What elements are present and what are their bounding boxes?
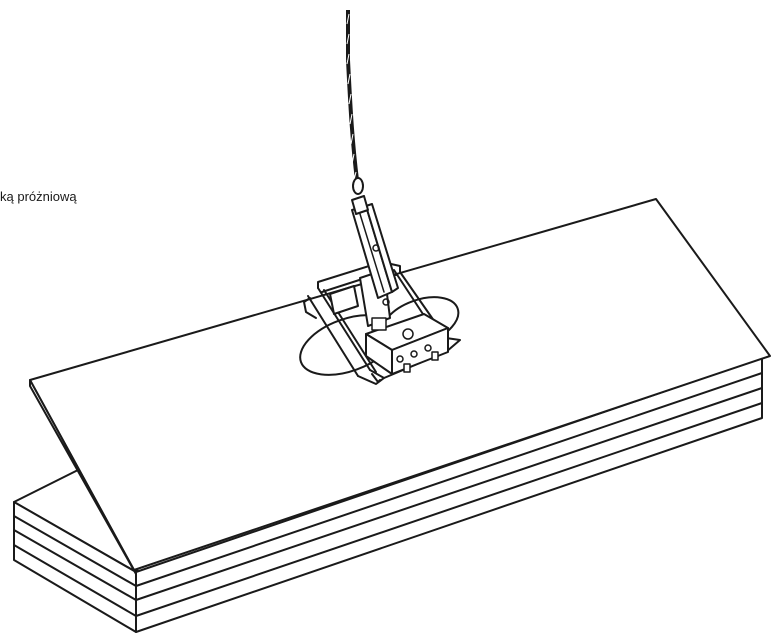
arm-top-clamp: [351, 195, 369, 215]
control-box-valve-icon: [396, 355, 404, 363]
frame-post-left-1: [317, 287, 371, 371]
stack-right-layer-3: [135, 402, 763, 617]
control-box-knob-icon: [402, 328, 414, 340]
rope-segment-2: [346, 59, 359, 181]
stack-left-layer-2: [13, 529, 137, 601]
control-box-gauge-icon: [410, 350, 418, 358]
tilted-panel: [29, 198, 771, 575]
control-box: [365, 313, 449, 375]
panel-stack: [13, 357, 763, 633]
rope-twist: [346, 13, 357, 181]
control-box-switch-icon: [424, 344, 432, 352]
stack-left-layer-1: [13, 515, 137, 587]
tilted-panel-edge: [29, 379, 137, 575]
frame-rail-front-left: [357, 375, 385, 385]
control-box-release-icon: [431, 351, 439, 361]
rope-and-hook: [346, 10, 364, 195]
frame-post-left-3: [307, 295, 359, 377]
arm-bar-right: [365, 203, 399, 293]
column-pump: [329, 285, 359, 315]
handle-front: [371, 373, 381, 383]
stack-right-layer-2: [135, 387, 763, 601]
column-coupling: [371, 317, 387, 331]
control-box-lever-icon: [403, 363, 411, 373]
column-bolt-icon: [382, 298, 390, 306]
center-column: [329, 269, 391, 331]
control-box-front: [391, 327, 449, 375]
stack-left-layer-3: [13, 544, 137, 617]
arm-slot: [359, 213, 385, 293]
stack-right-layer-1: [135, 372, 763, 587]
lifting-arm: [351, 195, 399, 299]
hook-eye-icon: [352, 177, 364, 195]
handle-left: [303, 297, 317, 319]
arm-pivot-icon: [372, 244, 380, 252]
figure-caption: ką próżniową: [0, 189, 77, 204]
